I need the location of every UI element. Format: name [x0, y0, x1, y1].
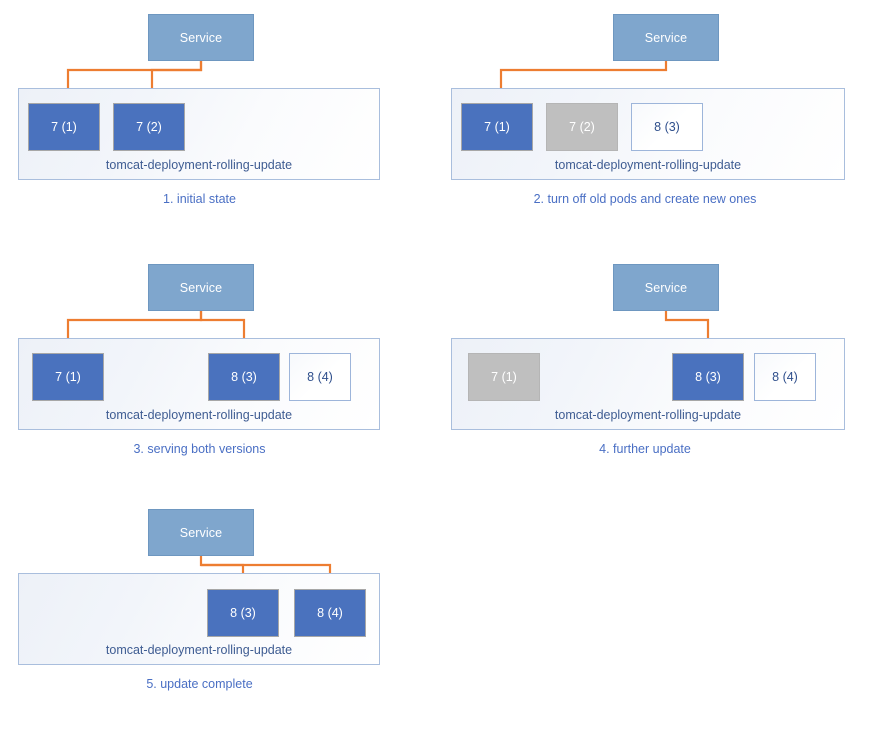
- deployment-name-label: tomcat-deployment-rolling-update: [105, 408, 293, 422]
- pod-8-4[interactable]: 8 (4): [754, 353, 816, 401]
- service-label: Service: [179, 30, 223, 45]
- service-label: Service: [179, 525, 223, 540]
- pod-label: 7 (1): [55, 370, 81, 384]
- panel-update-complete: Service tomcat-deployment-rolling-update…: [0, 495, 435, 735]
- panel-initial-state: Service tomcat-deployment-rolling-update…: [0, 0, 435, 240]
- pod-8-4[interactable]: 8 (4): [289, 353, 351, 401]
- panel-serving-both-versions: Service tomcat-deployment-rolling-update…: [0, 250, 435, 490]
- pod-label: 8 (3): [231, 370, 257, 384]
- pod-label: 8 (4): [772, 370, 798, 384]
- pod-label: 8 (3): [654, 120, 680, 134]
- pod-7-1[interactable]: 7 (1): [468, 353, 540, 401]
- pod-label: 7 (2): [136, 120, 162, 134]
- pod-label: 8 (4): [317, 606, 343, 620]
- pod-7-1[interactable]: 7 (1): [32, 353, 104, 401]
- service-label: Service: [179, 280, 223, 295]
- service-node[interactable]: Service: [613, 14, 719, 61]
- pod-7-2[interactable]: 7 (2): [113, 103, 185, 151]
- panel-caption: 4. further update: [599, 442, 691, 456]
- pod-8-3[interactable]: 8 (3): [631, 103, 703, 151]
- panel-caption: 1. initial state: [163, 192, 236, 206]
- pod-8-3[interactable]: 8 (3): [207, 589, 279, 637]
- pod-label: 7 (1): [51, 120, 77, 134]
- deployment-container: tomcat-deployment-rolling-update: [18, 573, 380, 665]
- deployment-name-label: tomcat-deployment-rolling-update: [554, 408, 742, 422]
- pod-label: 7 (2): [569, 120, 595, 134]
- pod-8-3[interactable]: 8 (3): [672, 353, 744, 401]
- deployment-name-label: tomcat-deployment-rolling-update: [554, 158, 742, 172]
- deployment-name-label: tomcat-deployment-rolling-update: [105, 643, 293, 657]
- panel-caption: 2. turn off old pods and create new ones: [533, 192, 757, 206]
- service-label: Service: [644, 280, 688, 295]
- service-node[interactable]: Service: [148, 14, 254, 61]
- pod-7-1[interactable]: 7 (1): [28, 103, 100, 151]
- service-node[interactable]: Service: [613, 264, 719, 311]
- panel-caption: 5. update complete: [146, 677, 253, 691]
- pod-7-2[interactable]: 7 (2): [546, 103, 618, 151]
- service-node[interactable]: Service: [148, 509, 254, 556]
- pod-7-1[interactable]: 7 (1): [461, 103, 533, 151]
- pod-label: 8 (3): [695, 370, 721, 384]
- pod-8-3[interactable]: 8 (3): [208, 353, 280, 401]
- panel-turn-off-old-pods: Service tomcat-deployment-rolling-update…: [435, 0, 870, 240]
- service-node[interactable]: Service: [148, 264, 254, 311]
- pod-label: 7 (1): [484, 120, 510, 134]
- pod-8-4[interactable]: 8 (4): [294, 589, 366, 637]
- pod-label: 8 (4): [307, 370, 333, 384]
- pod-label: 7 (1): [491, 370, 517, 384]
- panel-caption: 3. serving both versions: [133, 442, 266, 456]
- deployment-name-label: tomcat-deployment-rolling-update: [105, 158, 293, 172]
- service-label: Service: [644, 30, 688, 45]
- pod-label: 8 (3): [230, 606, 256, 620]
- panel-further-update: Service tomcat-deployment-rolling-update…: [435, 250, 870, 490]
